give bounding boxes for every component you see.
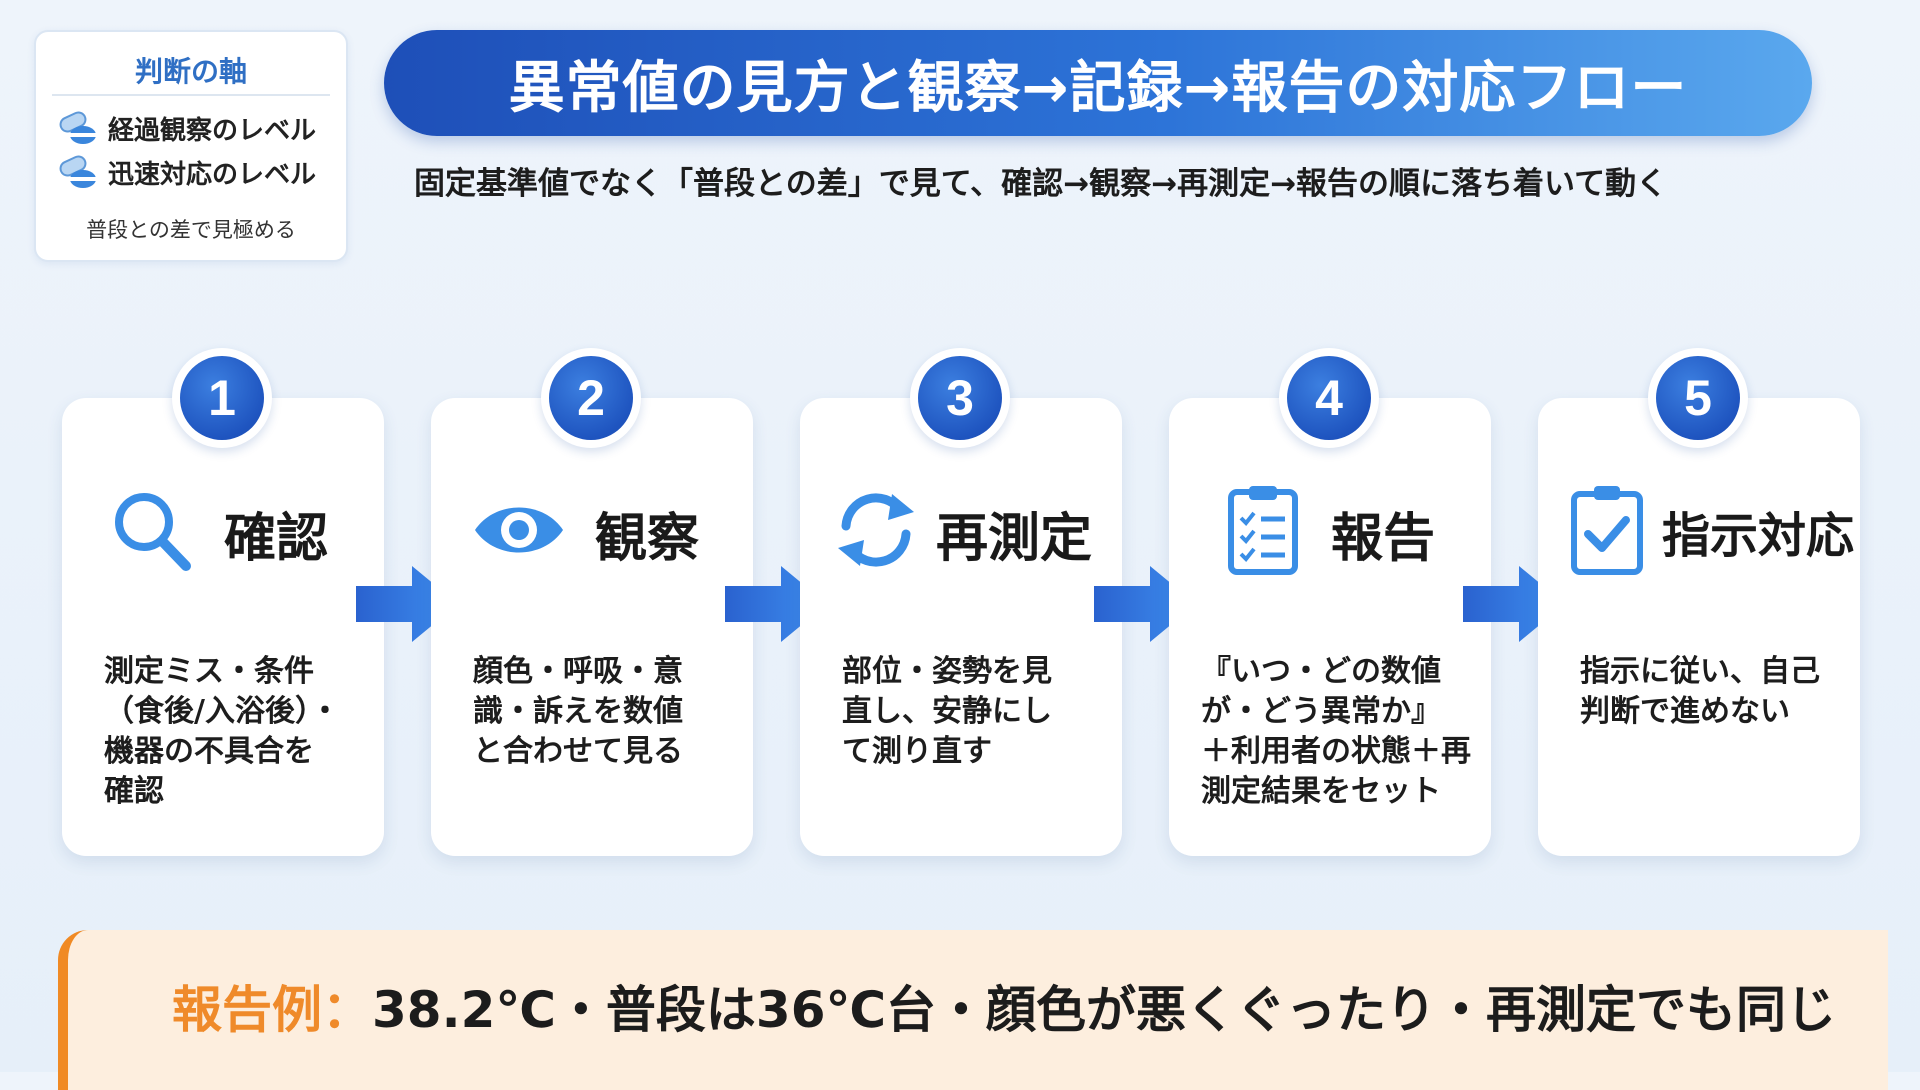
step-number: 4	[1287, 356, 1371, 440]
legend-item-rapid: 迅速対応のレベル	[56, 154, 316, 191]
step-card-4: 報告 『いつ・どの数値 が・どう異常か』 ＋利用者の状態＋再 測定結果をセット	[1169, 398, 1491, 856]
report-example: 報告例：38.2℃・普段は36℃台・顔色が悪くぐったり・再測定でも同じ	[172, 970, 1836, 1042]
step-card-5: 指示対応 指示に従い、自己 判断で進めない	[1538, 398, 1860, 856]
step-description: 指示に従い、自己 判断で進めない	[1580, 652, 1830, 732]
legend-item-label: 経過観察のレベル	[108, 116, 317, 146]
step-description: 部位・姿勢を見 直し、安静にし て測り直す	[842, 652, 1092, 772]
legend-item-observation: 経過観察のレベル	[56, 110, 316, 147]
step-title: 再測定	[936, 509, 1093, 569]
pill-icon	[59, 110, 96, 144]
step-number-badge-4: 4	[1279, 348, 1379, 448]
step-description-line: ＋利用者の状態＋再	[1201, 734, 1471, 769]
step-description-line: （食後/入浴後）・	[104, 694, 340, 729]
step-description-line: 測定ミス・条件	[104, 654, 314, 689]
step-card-2: 観察 顔色・呼吸・意 識・訴えを数値 と合わせて見る	[431, 398, 753, 856]
step-description-line: 判断で進めない	[1580, 694, 1790, 729]
report-example-text: 38.2℃・普段は36℃台・顔色が悪くぐったり・再測定でも同じ	[372, 981, 1837, 1039]
step-description-line: が・どう異常か』	[1201, 694, 1441, 729]
step-number: 1	[180, 356, 264, 440]
eye-icon	[475, 507, 563, 553]
step-description-line: て測り直す	[842, 734, 992, 769]
step-description-line: 機器の不具合を	[104, 734, 314, 769]
step-number-badge-3: 3	[910, 348, 1010, 448]
step-description-line: 識・訴えを数値	[473, 694, 683, 729]
step-number: 3	[918, 356, 1002, 440]
report-example-box: 報告例：38.2℃・普段は36℃台・顔色が悪くぐったり・再測定でも同じ	[58, 930, 1888, 1090]
step-description-line: と合わせて見る	[473, 734, 683, 769]
pill-icon	[59, 154, 96, 188]
step-description-line: 『いつ・どの数値	[1201, 654, 1441, 689]
step-number-badge-1: 1	[172, 348, 272, 448]
report-example-label: 報告例：	[172, 981, 372, 1039]
step-card-1: 確認 測定ミス・条件 （食後/入浴後）・ 機器の不具合を 確認	[62, 398, 384, 856]
step-description-line: 顔色・呼吸・意	[473, 654, 683, 689]
step-description-line: 確認	[104, 774, 164, 809]
step-title: 確認	[224, 509, 329, 569]
checklist-icon	[1228, 486, 1298, 575]
refresh-icon	[838, 493, 914, 567]
step-description: 『いつ・どの数値 が・どう異常か』 ＋利用者の状態＋再 測定結果をセット	[1201, 652, 1481, 812]
step-description: 顔色・呼吸・意 識・訴えを数値 と合わせて見る	[473, 652, 723, 772]
step-number-badge-5: 5	[1648, 348, 1748, 448]
step-description-line: 部位・姿勢を見	[842, 654, 1052, 689]
legend-item-label: 迅速対応のレベル	[108, 160, 317, 190]
page-subtitle: 固定基準値でなく「普段との差」で見て、確認→観察→再測定→報告の順に落ち着いて動…	[414, 166, 1668, 202]
step-title: 報告	[1331, 509, 1436, 569]
step-title: 指示対応	[1662, 508, 1855, 564]
step-number-badge-2: 2	[541, 348, 641, 448]
step-description: 測定ミス・条件 （食後/入浴後）・ 機器の不具合を 確認	[104, 652, 354, 812]
step-number: 2	[549, 356, 633, 440]
step-number: 5	[1656, 356, 1740, 440]
legend-divider	[52, 94, 330, 96]
legend-box: 判断の軸 経過観察のレベル 迅速対応のレベル 普段との差で見極める	[34, 30, 348, 262]
page-title: 異常値の見方と観察→記録→報告の対応フロー	[508, 55, 1688, 121]
legend-title: 判断の軸	[134, 55, 247, 88]
legend-note: 普段との差で見極める	[86, 218, 296, 242]
title-banner: 異常値の見方と観察→記録→報告の対応フロー	[384, 30, 1812, 136]
step-description-line: 直し、安静にし	[842, 694, 1052, 729]
step-description-line: 測定結果をセット	[1201, 774, 1441, 809]
magnifier-icon	[115, 493, 191, 571]
step-description-line: 指示に従い、自己	[1580, 654, 1820, 689]
step-title: 観察	[595, 509, 700, 569]
step-card-3: 再測定 部位・姿勢を見 直し、安静にし て測り直す	[800, 398, 1122, 856]
clipboard-check-icon	[1571, 486, 1643, 575]
